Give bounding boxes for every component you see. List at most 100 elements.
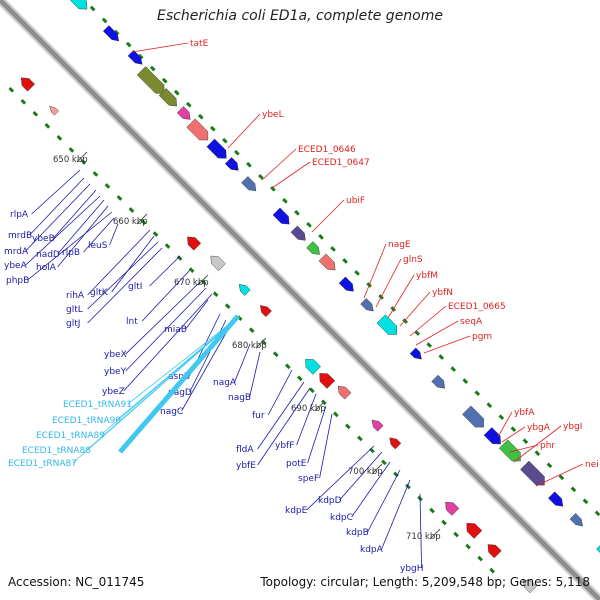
leader-line: [57, 205, 109, 268]
gene-arrow: [337, 385, 352, 400]
leader-line: [181, 325, 231, 412]
tick-dot: [594, 510, 600, 517]
tick-dot: [116, 195, 123, 201]
gene-feature: [272, 207, 290, 225]
gene-arrow: [210, 255, 226, 272]
gene-feature: [158, 88, 177, 107]
leader-line: [100, 325, 229, 436]
gene-arrow: [206, 138, 227, 159]
gene-feature: [102, 25, 120, 42]
gene-feature: [63, 0, 88, 10]
gene-feature: [483, 427, 501, 445]
gene-label-right: seqA: [460, 317, 483, 327]
gene-feature: [127, 49, 143, 65]
gene-arrow: [241, 176, 257, 192]
tick-dot: [345, 423, 351, 430]
leader-line: [319, 413, 333, 479]
gene-label-left: gltJ: [66, 319, 80, 329]
gene-label-left: ybeB: [32, 234, 55, 244]
gene-arrow: [338, 276, 354, 292]
topology-text: Topology: circular; Length: 5,209,548 bp…: [260, 575, 590, 589]
gene-label-left: fur: [252, 411, 265, 421]
gene-arrow: [259, 305, 272, 318]
tick-dot: [474, 390, 481, 396]
gene-feature: [389, 437, 402, 450]
gene-feature: [523, 579, 537, 594]
gene-arrow: [445, 501, 460, 516]
gene-feature: [49, 105, 59, 116]
tick-dot: [489, 567, 495, 574]
gene-arrow: [462, 405, 484, 428]
tick-dot: [234, 149, 240, 156]
leader-line: [125, 281, 201, 355]
tick-dot: [405, 483, 411, 490]
gene-arrow: [20, 77, 35, 92]
gene-arrow: [158, 88, 177, 107]
leader-line: [131, 42, 189, 53]
leader-line: [509, 444, 539, 453]
leader-line: [123, 293, 213, 392]
tick-dot: [140, 219, 147, 225]
tick-dot: [306, 222, 312, 228]
gene-label-right: pgm: [472, 332, 492, 342]
gene-label-right: ubiF: [346, 196, 365, 206]
tick-dot: [260, 339, 267, 346]
tick-dot: [282, 197, 288, 204]
gene-label-left: miaB: [164, 325, 187, 335]
gene-label-left: ybgH: [400, 564, 424, 574]
gene-label-right: ybfA: [514, 408, 535, 418]
leader-line: [257, 381, 305, 450]
trna-label: ECED1_tRNA90: [52, 416, 121, 426]
gene-feature: [20, 77, 35, 92]
gene-feature: [337, 385, 352, 400]
gene-arrow: [376, 314, 397, 335]
leader-line: [25, 195, 101, 266]
tick-dot: [318, 234, 324, 240]
gene-arrow: [238, 283, 251, 296]
leader-line: [375, 258, 402, 308]
tick-dot: [486, 402, 493, 408]
gene-arrow: [224, 157, 239, 171]
gene-feature: [241, 176, 257, 192]
gene-feature: [596, 539, 600, 567]
tick-dot: [294, 210, 300, 216]
leader-line: [339, 451, 383, 501]
tick-dot: [402, 318, 408, 324]
kbp-tick-label: 650 kbp: [53, 155, 88, 165]
tick-dot: [441, 519, 447, 526]
gene-arrow: [290, 225, 306, 241]
gene-feature: [238, 283, 251, 296]
leader-line: [261, 148, 297, 181]
gene-arrow: [523, 579, 537, 594]
tick-dot: [393, 471, 399, 478]
gene-label-left: speF: [298, 474, 319, 484]
leader-line: [271, 161, 311, 189]
tick-dot: [197, 113, 204, 120]
gene-feature: [259, 305, 272, 318]
kbp-tick-line: [371, 463, 383, 475]
tick-dot: [296, 375, 303, 382]
tick-dot: [224, 303, 231, 310]
tick-dot: [161, 77, 168, 84]
gene-label-right: ECED1_0647: [312, 158, 370, 168]
gene-feature: [290, 225, 306, 241]
gene-arrow: [49, 105, 59, 116]
gene-arrow: [176, 106, 191, 120]
tick-dot: [246, 161, 252, 168]
gene-label-left: ybfF: [275, 441, 294, 451]
tick-dot: [438, 354, 445, 360]
gene-label-left: kdpC: [330, 513, 353, 523]
gene-feature: [431, 374, 446, 389]
leader-line: [149, 255, 181, 287]
leader-line: [87, 229, 151, 296]
tick-dot: [8, 86, 15, 93]
tick-dot: [104, 183, 111, 189]
leader-line: [423, 335, 471, 354]
gene-label-left: rihA: [66, 291, 85, 301]
leader-line: [307, 405, 327, 464]
gene-label-right: ybfM: [416, 271, 438, 281]
gene-label-left: kdpD: [318, 496, 342, 506]
gene-label-right: ybgI: [563, 422, 582, 432]
